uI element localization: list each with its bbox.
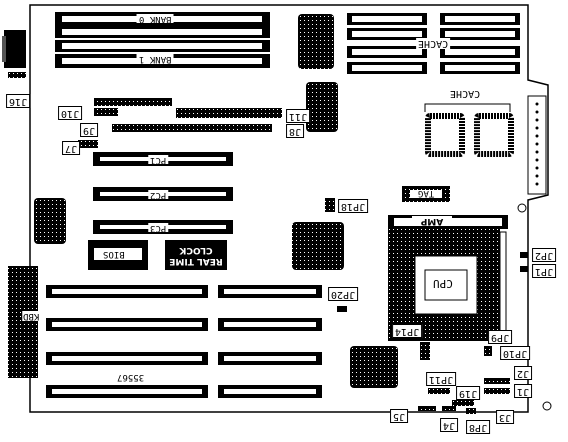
cache-bracket xyxy=(424,103,511,112)
jp20-header xyxy=(337,306,347,312)
cpu-label: CPU xyxy=(433,277,453,290)
rtc-label-line1: REAL TIME xyxy=(169,256,223,266)
pc2-label: PC2 xyxy=(148,190,169,200)
j9-label: J9 xyxy=(80,123,99,137)
j7-header xyxy=(78,140,98,148)
j5-header xyxy=(418,406,436,411)
jp2-label: JP2 xyxy=(532,248,557,262)
jp9-header xyxy=(484,346,492,356)
j3-label: J3 xyxy=(496,410,515,424)
j19-label: J19 xyxy=(456,386,481,400)
cache-sram-left xyxy=(347,13,427,74)
j16-header xyxy=(8,72,26,78)
cpu-socket xyxy=(388,215,508,341)
bios-label: BIOS xyxy=(103,249,125,259)
jp18-label: JP18 xyxy=(338,199,369,213)
cache-chip-1 xyxy=(425,113,465,157)
jp9-label: JP9 xyxy=(488,330,513,344)
j11-connector xyxy=(176,108,282,118)
cache-sram-right xyxy=(440,13,520,74)
pc1-label: PC1 xyxy=(148,155,169,165)
tag-label: TAG xyxy=(418,188,435,198)
chip-left xyxy=(34,198,66,244)
jp11-header xyxy=(428,388,450,394)
j2-label: J2 xyxy=(514,366,533,380)
j5-label: J5 xyxy=(390,409,409,423)
kbd-label: KBD xyxy=(22,311,41,321)
j9-connector xyxy=(112,124,272,132)
cache-chip-2 xyxy=(474,113,514,157)
chipset-chip xyxy=(292,222,344,270)
j7-label: J7 xyxy=(62,141,81,155)
isa-slots xyxy=(46,285,322,398)
j4-label: J4 xyxy=(440,418,459,432)
j1-header xyxy=(484,388,510,394)
j19-header xyxy=(452,400,474,406)
power-connector xyxy=(4,30,26,68)
jp2-header xyxy=(520,252,528,258)
chip-middle xyxy=(306,82,338,132)
cache-top-label: CACHE xyxy=(416,38,451,49)
jp14-label: JP14 xyxy=(392,324,423,338)
jp1-label: JP1 xyxy=(532,264,557,278)
jp10-label: JP10 xyxy=(500,346,531,360)
mount-hole-bottom xyxy=(542,401,552,411)
j8-label: J8 xyxy=(286,124,305,138)
j2-header xyxy=(484,378,510,384)
j4-header xyxy=(442,406,456,411)
cache-right-label: CACHE xyxy=(448,88,483,99)
jp14-header xyxy=(420,342,430,360)
chip-bottom-right xyxy=(350,346,398,388)
j16-label: J16 xyxy=(6,94,31,108)
rtc-label-line2: CLOCK xyxy=(179,245,213,255)
jp11-label: JP11 xyxy=(426,372,457,386)
j1-label: J1 xyxy=(514,384,533,398)
j10-header-small xyxy=(94,108,118,116)
board-outline xyxy=(29,4,549,413)
jp1-header xyxy=(520,266,528,272)
chip-top-middle xyxy=(298,14,334,69)
amp-label: AMP xyxy=(412,216,452,226)
j10-connector xyxy=(94,98,172,106)
bank1-label: BANK 1 xyxy=(137,54,174,64)
j11-label: J11 xyxy=(286,109,311,123)
kbd-connector xyxy=(8,266,38,378)
board-number: 35567 xyxy=(117,372,145,382)
bank0-label: BANK 0 xyxy=(137,14,174,24)
pc3-label: PC3 xyxy=(148,223,169,233)
jp20-label: JP20 xyxy=(328,287,359,301)
rtc-chip xyxy=(165,240,227,270)
mount-hole-top xyxy=(517,203,527,213)
jp18-header xyxy=(325,198,335,212)
jp8-label: JP8 xyxy=(466,420,491,434)
j10-label: J10 xyxy=(58,106,83,120)
jp8-header xyxy=(466,408,476,414)
